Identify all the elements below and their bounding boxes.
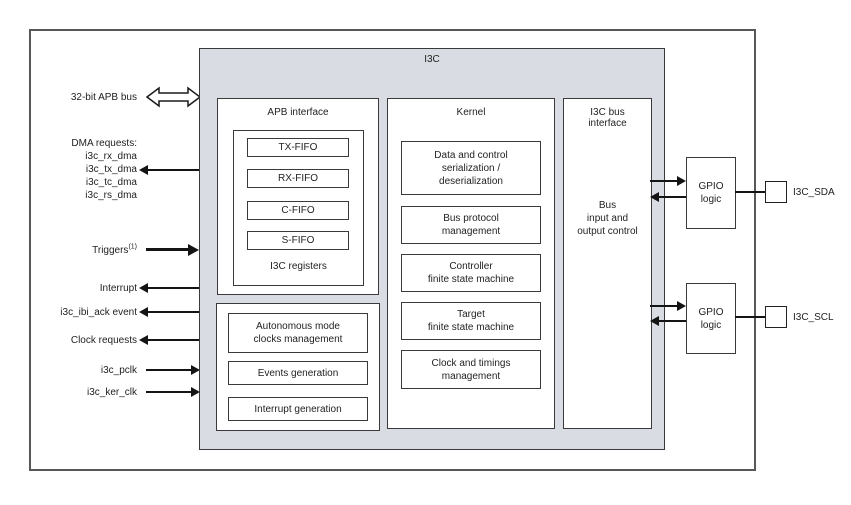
scl-in-arrow-line [659,320,686,322]
pclk-arrow-line [146,369,192,371]
i3c-block-title: I3C [424,54,440,65]
sda-pad-line [735,191,765,193]
apb-interface-box: APB interface TX-FIFO RX-FIFO C-FIFO S-F… [217,98,379,295]
s-fifo-box: S-FIFO [247,231,349,250]
pclk-label: i3c_pclk [100,365,137,376]
sda-pad-icon [765,181,787,203]
dma-signal: i3c_rx_dma [85,151,137,162]
i3c-bus-interface-box: I3C bus interface Bus input and output c… [563,98,652,429]
dma-arrow-line [147,169,201,171]
dma-requests-group: DMA requests: i3c_rx_dma i3c_tx_dma i3c_… [30,137,137,202]
interrupt-arrow-head-icon [139,283,148,293]
scl-out-arrow-line [650,305,678,307]
sda-in-arrow-line [659,196,686,198]
apb-bus-bidirectional-arrow-icon [146,86,201,108]
scl-pin-label: I3C_SCL [793,312,834,323]
clock-requests-arrow-line [147,339,201,341]
dma-requests-header: DMA requests: [71,138,137,149]
triggers-arrow-head-icon [188,244,199,256]
dma-signal: i3c_tc_dma [85,177,137,188]
ker-clk-arrow-head-icon [191,387,200,397]
scl-pad-line [735,316,765,318]
events-generation-box: Events generation [228,361,368,385]
interrupt-arrow-line [147,287,201,289]
ibi-ack-event-label: i3c_ibi_ack event [60,307,137,318]
autonomous-clocks-box: Autonomous mode clocks management [228,313,368,353]
interrupt-label: Interrupt [99,283,137,294]
triggers-label: Triggers(1) [92,243,137,256]
clock-timings-box: Clock and timings management [401,350,541,389]
pclk-arrow-head-icon [191,365,200,375]
tx-fifo-box: TX-FIFO [247,138,349,157]
ibi-ack-arrow-line [147,311,201,313]
bus-protocol-box: Bus protocol management [401,206,541,244]
triggers-footnote: (1) [128,243,137,251]
sda-in-arrow-head-icon [650,192,659,202]
clocks-events-box: Autonomous mode clocks management Events… [216,303,380,431]
clock-requests-arrow-head-icon [139,335,148,345]
rx-fifo-box: RX-FIFO [247,169,349,188]
c-fifo-box: C-FIFO [247,201,349,220]
gpio-logic-box-scl: GPIO logic [686,283,736,354]
dma-signal: i3c_rs_dma [85,190,137,201]
scl-pad-icon [765,306,787,328]
ibi-ack-arrow-head-icon [139,307,148,317]
serialization-box: Data and control serialization / deseria… [401,141,541,195]
scl-in-arrow-head-icon [650,316,659,326]
target-fsm-box: Target finite state machine [401,302,541,340]
dma-arrow-head-icon [139,165,148,175]
clock-requests-label: Clock requests [70,335,137,346]
kernel-title: Kernel [456,107,486,118]
i3c-peripheral-block: I3C APB interface TX-FIFO RX-FIFO C-FIFO… [199,48,665,450]
triggers-arrow-line [146,248,190,251]
sda-pin-label: I3C_SDA [793,187,835,198]
i3c-registers-box: TX-FIFO RX-FIFO C-FIFO S-FIFO I3C regist… [233,130,364,286]
i3c-bus-interface-title: I3C bus interface [588,107,627,129]
apb-bus-label: 32-bit APB bus [70,92,137,103]
ker-clk-label: i3c_ker_clk [86,387,137,398]
interrupt-generation-box: Interrupt generation [228,397,368,421]
bus-io-control-label: Bus input and output control [577,200,638,237]
i3c-registers-label: I3C registers [270,261,327,272]
sda-out-arrow-line [650,180,678,182]
controller-fsm-box: Controller finite state machine [401,254,541,292]
gpio-logic-box-sda: GPIO logic [686,157,736,229]
dma-signal: i3c_tx_dma [85,164,137,175]
scl-out-arrow-head-icon [677,301,686,311]
apb-interface-title: APB interface [267,107,329,118]
ker-clk-arrow-line [146,391,192,393]
kernel-box: Kernel Data and control serialization / … [387,98,555,429]
sda-out-arrow-head-icon [677,176,686,186]
